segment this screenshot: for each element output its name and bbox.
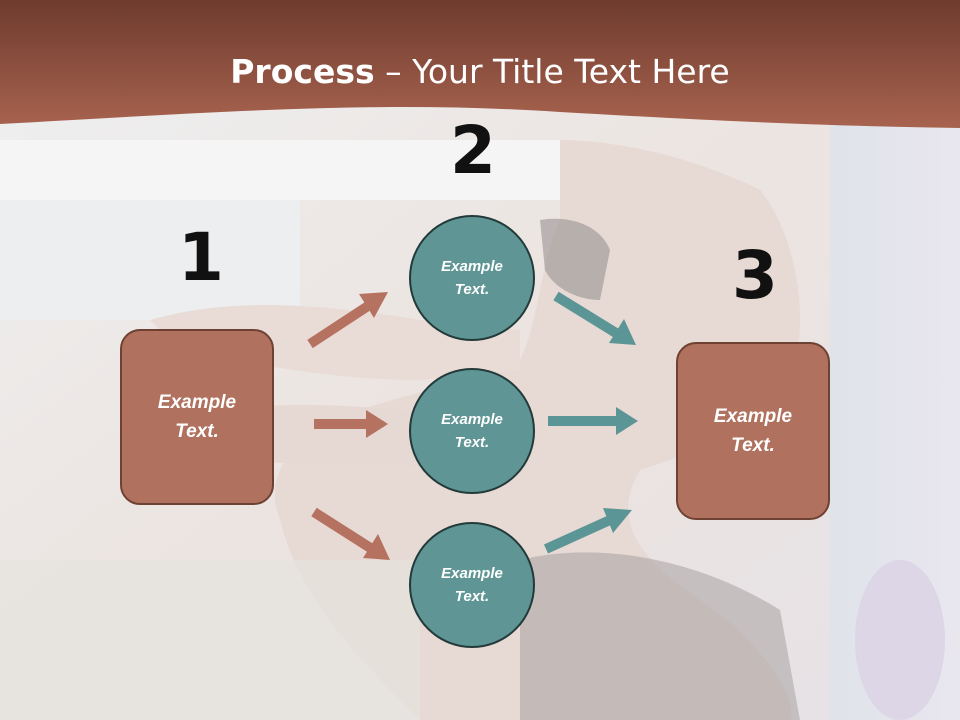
header-band xyxy=(0,0,960,128)
circle-3-line1: Example xyxy=(441,565,503,582)
circle-3-line2: Text. xyxy=(454,588,490,605)
arrow-right-down xyxy=(553,291,636,345)
box-end-line1: Example xyxy=(713,406,793,427)
step-number-3: 3 xyxy=(732,237,778,314)
step-number-1: 1 xyxy=(178,219,224,296)
box-start-line1: Example xyxy=(157,392,237,413)
title-dash: – xyxy=(374,52,413,91)
arrow-left-middle xyxy=(314,410,388,438)
slide-title: Process – Your Title Text Here xyxy=(0,52,960,91)
circle-2-line1: Example xyxy=(441,411,503,428)
circle-1-line1: Example xyxy=(441,258,503,275)
title-rest: Your Title Text Here xyxy=(412,52,730,91)
box-start-line2: Text. xyxy=(175,421,219,442)
title-bold: Process xyxy=(230,52,375,91)
arrow-right-up xyxy=(543,508,632,554)
circle-1-line2: Text. xyxy=(454,281,490,298)
box-end-line2: Text. xyxy=(731,435,775,456)
step-number-2: 2 xyxy=(450,112,496,189)
arrow-left-up xyxy=(307,292,388,349)
circle-2-line2: Text. xyxy=(454,434,490,451)
arrow-left-down xyxy=(311,507,390,560)
arrow-right-middle xyxy=(548,407,638,435)
